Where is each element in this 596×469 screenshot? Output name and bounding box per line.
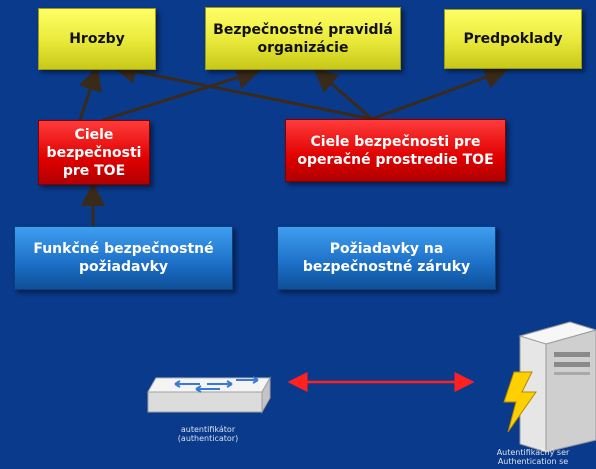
box-pravidla-label: Bezpečnostné pravidlá organizácie [213, 21, 393, 56]
arrow-op-to-predpoklady [371, 65, 509, 121]
box-funkcne-label: Funkčné bezpečnostné požiadavky [33, 241, 214, 275]
box-ciele-pre-toe: Ciele bezpečnosti pre TOE [38, 120, 150, 185]
arrow-op-to-hrozby [112, 59, 373, 121]
server-lightning-icon [503, 321, 596, 453]
box-bezpecnostne-pravidla: Bezpečnostné pravidlá organizácie [205, 7, 401, 70]
box-zaruky-label: Požiadavky na bezpečnostné záruky [302, 241, 471, 275]
network-switch-icon [147, 376, 271, 414]
box-poziadavky-zaruky: Požiadavky na bezpečnostné záruky [277, 226, 496, 290]
box-ciele-toe-label: Ciele bezpečnosti pre TOE [46, 126, 142, 179]
switch-label: autentifikátor (authenticator) [177, 425, 239, 443]
box-funkcne-poziadavky: Funkčné bezpečnostné požiadavky [14, 226, 233, 290]
arrow-toe-to-pravidla [102, 65, 261, 122]
arrow-op-to-pravidla [313, 68, 373, 121]
arrow-toe-to-hrozby [78, 66, 102, 121]
box-predpoklady-label: Predpoklady [463, 31, 563, 47]
box-hrozby-label: Hrozby [69, 31, 125, 47]
server-label: Autentifikačný ser Authentication se [496, 448, 570, 466]
box-ciele-operacne-prostredie: Ciele bezpečnosti pre operačné prostredi… [285, 119, 506, 182]
box-hrozby: Hrozby [38, 8, 156, 70]
box-ciele-op-label: Ciele bezpečnosti pre operačné prostredi… [297, 133, 494, 168]
box-predpoklady: Predpoklady [444, 9, 582, 69]
